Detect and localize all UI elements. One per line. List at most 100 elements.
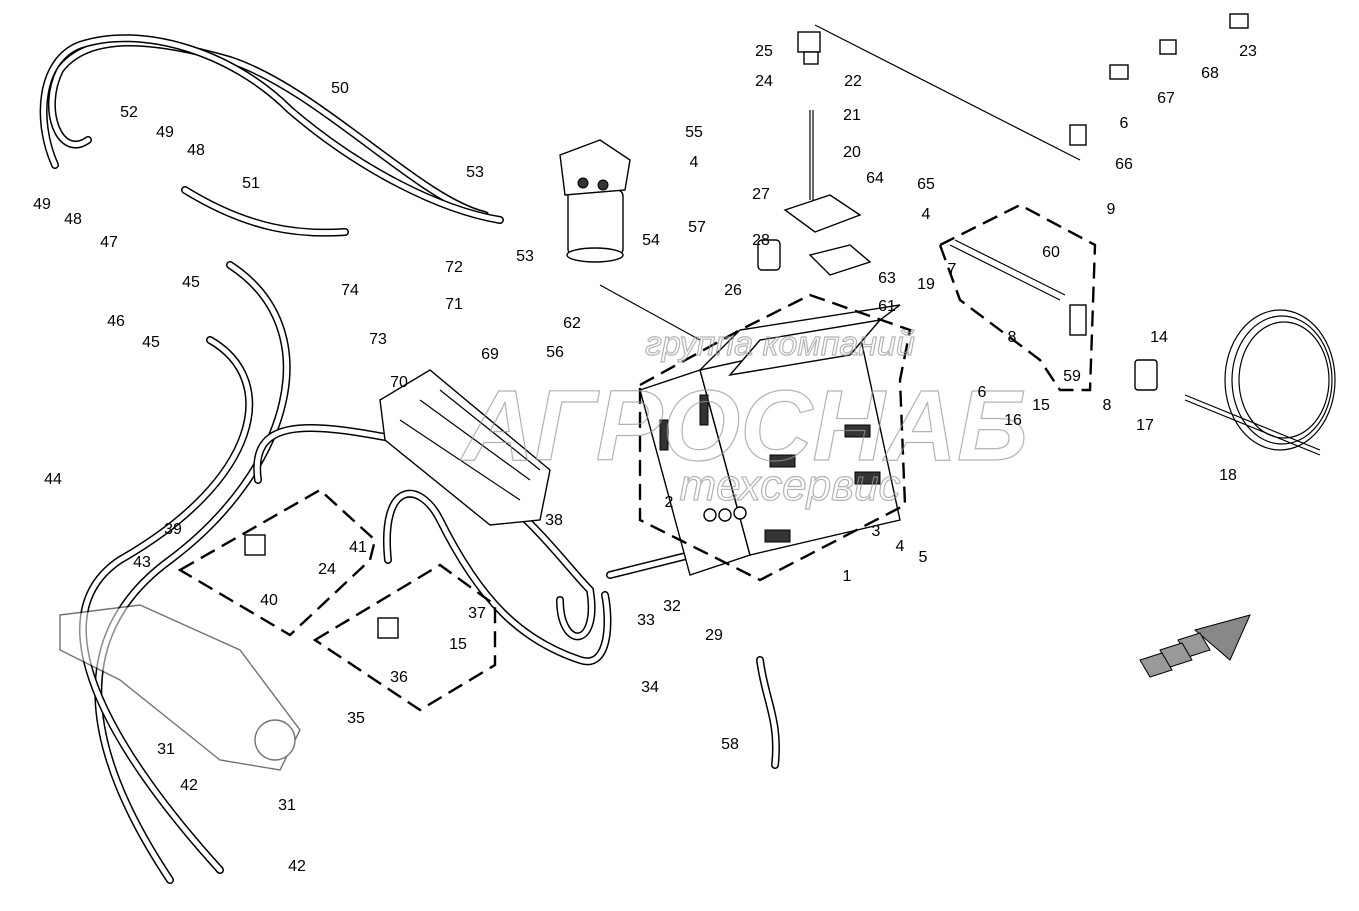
callout-24: 24 [755,73,773,90]
direction-arrow-icon [1139,614,1251,678]
callout-44: 44 [44,471,62,488]
callout-14: 14 [1150,329,1168,346]
callout-33: 33 [637,612,655,629]
callout-49: 49 [33,196,51,213]
callout-42: 42 [180,777,198,794]
callout-15: 15 [1032,397,1050,414]
callout-62: 62 [563,315,581,332]
callout-37: 37 [468,605,486,622]
callout-2: 2 [665,494,674,511]
callout-72: 72 [445,259,463,276]
callout-48: 48 [187,142,205,159]
callout-24: 24 [318,561,336,578]
callout-73: 73 [369,331,387,348]
svg-text:АГРОСНАБ: АГРОСНАБ [459,370,1028,482]
callout-4: 4 [896,538,905,555]
callout-17: 17 [1136,417,1154,434]
tank-assembly-outline [638,293,912,582]
callout-29: 29 [705,627,723,644]
callout-41: 41 [349,539,367,556]
callout-21: 21 [843,107,861,124]
watermark-logo: группа компаний АГРОСНАБ техсервис [459,324,1029,510]
callout-57: 57 [688,219,706,236]
callout-4: 4 [690,154,699,171]
callout-3: 3 [872,523,881,540]
callout-53: 53 [466,164,484,181]
callout-4: 4 [922,206,931,223]
callout-43: 43 [133,554,151,571]
callout-48: 48 [64,211,82,228]
callout-34: 34 [641,679,659,696]
group-35-outline [312,563,497,712]
callout-58: 58 [721,736,739,753]
callout-46: 46 [107,313,125,330]
callout-32: 32 [663,598,681,615]
callout-63: 63 [878,270,896,287]
callout-68: 68 [1201,65,1219,82]
callout-71: 71 [445,296,463,313]
callout-22: 22 [844,73,862,90]
callout-1: 1 [843,568,852,585]
callout-7: 7 [948,261,957,278]
callout-52: 52 [120,104,138,121]
group-39-outline [177,488,377,637]
callout-54: 54 [642,232,660,249]
callout-38: 38 [545,512,563,529]
pump-assembly-upper [379,369,551,526]
filter-assembly [559,139,631,263]
callout-65: 65 [917,176,935,193]
callout-26: 26 [724,282,742,299]
callout-50: 50 [331,80,349,97]
callout-36: 36 [390,669,408,686]
callout-42: 42 [288,858,306,875]
callout-40: 40 [260,592,278,609]
callout-18: 18 [1219,467,1237,484]
callout-55: 55 [685,124,703,141]
callout-6: 6 [1120,115,1129,132]
callout-56: 56 [546,344,564,361]
callout-47: 47 [100,234,118,251]
callout-74: 74 [341,282,359,299]
callout-20: 20 [843,144,861,161]
callout-25: 25 [755,43,773,60]
callout-15: 15 [449,636,467,653]
callout-8: 8 [1103,397,1112,414]
callout-53: 53 [516,248,534,265]
callout-45: 45 [182,274,200,291]
callout-59: 59 [1063,368,1081,385]
callout-9: 9 [1107,201,1116,218]
callout-66: 66 [1115,156,1133,173]
callout-39: 39 [164,521,182,538]
callout-45: 45 [142,334,160,351]
svg-text:группа компаний: группа компаний [645,325,915,363]
fittings [244,13,1249,639]
svg-text:техсервис: техсервис [679,461,900,510]
hoses [39,34,780,884]
hydraulic-tank [639,304,901,576]
callout-51: 51 [242,175,260,192]
pump-assembly-lower [59,604,301,771]
callout-49: 49 [156,124,174,141]
callout-67: 67 [1157,90,1175,107]
callout-60: 60 [1042,244,1060,261]
callout-19: 19 [917,276,935,293]
callout-64: 64 [866,170,884,187]
callout-16: 16 [1004,412,1022,429]
callout-31: 31 [278,797,296,814]
callout-8: 8 [1008,329,1017,346]
callout-23: 23 [1239,43,1257,60]
callout-28: 28 [752,232,770,249]
callout-31: 31 [157,741,175,758]
pipe-coil [1184,309,1336,456]
callout-5: 5 [919,549,928,566]
callout-27: 27 [752,186,770,203]
callout-70: 70 [390,374,408,391]
callout-6: 6 [978,384,987,401]
group-9-outline [938,203,1097,392]
callout-61: 61 [878,298,896,315]
callout-35: 35 [347,710,365,727]
callout-69: 69 [481,346,499,363]
